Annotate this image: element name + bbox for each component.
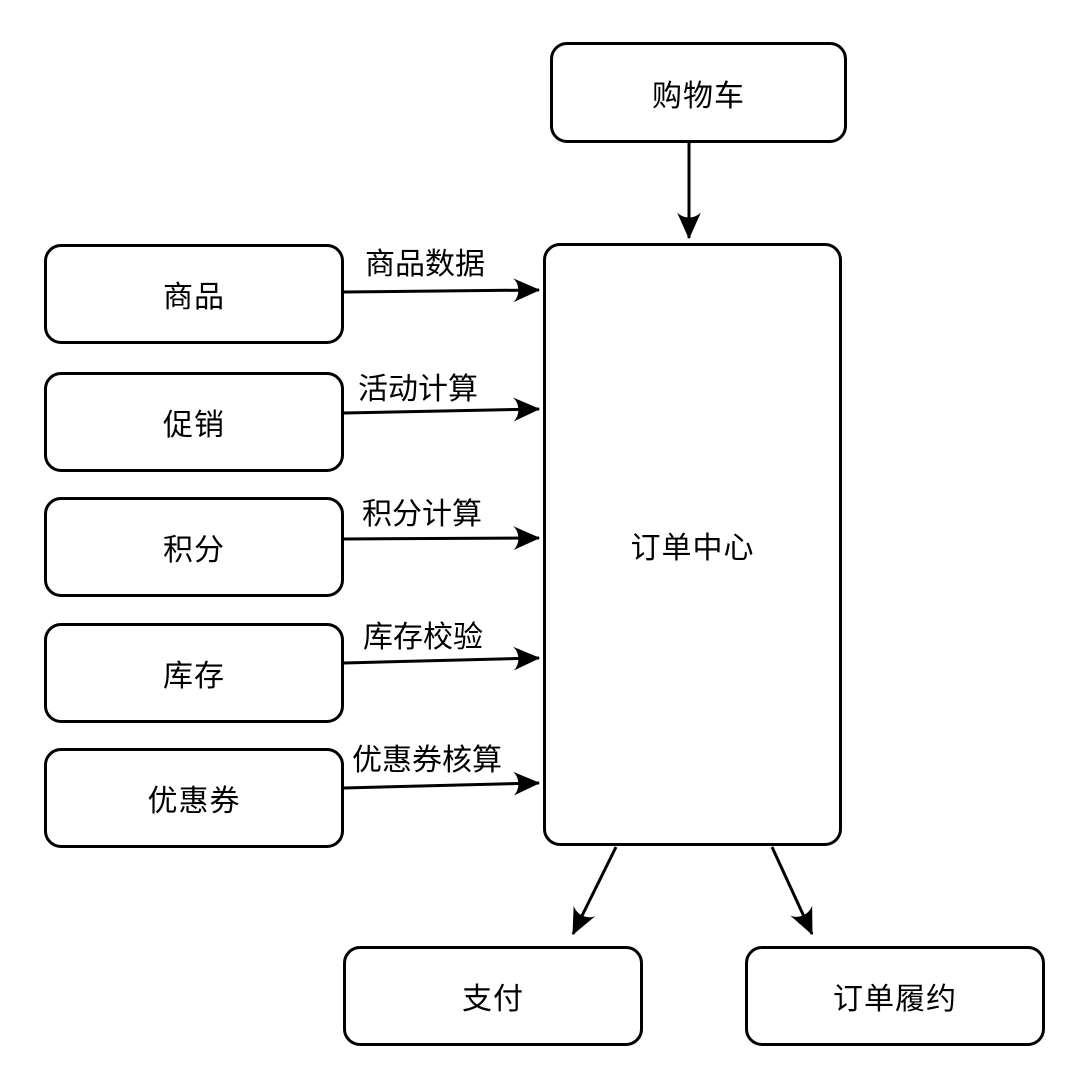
node-coupon: 优惠券	[44, 748, 344, 848]
node-fulfillment-label: 订单履约	[833, 983, 957, 1016]
edge-coupon-to-order-center	[343, 771, 541, 796]
node-points-label: 积分	[163, 534, 225, 567]
edge-promotion-to-order-center	[343, 397, 541, 422]
node-inventory: 库存	[44, 623, 344, 723]
edge-label-promotion-calc: 活动计算	[358, 373, 478, 406]
node-payment-label: 支付	[462, 983, 524, 1016]
edge-order-center-to-fulfillment	[770, 846, 814, 936]
edge-product-to-order-center	[343, 278, 541, 303]
edge-inventory-to-order-center	[343, 646, 541, 671]
node-payment: 支付	[343, 946, 643, 1046]
node-promotion: 促销	[44, 372, 344, 472]
node-order-center-label: 订单中心	[630, 531, 755, 565]
edge-points-to-order-center	[343, 526, 541, 551]
node-fulfillment: 订单履约	[745, 946, 1045, 1046]
edge-label-product-data: 商品数据	[365, 248, 485, 281]
node-cart-label: 购物车	[652, 79, 745, 113]
edge-label-points-calc: 积分计算	[362, 498, 482, 531]
node-points: 积分	[44, 497, 344, 597]
node-product: 商品	[44, 244, 344, 344]
node-inventory-label: 库存	[163, 660, 225, 693]
node-product-label: 商品	[163, 281, 225, 314]
edge-order-center-to-payment	[571, 846, 618, 936]
edge-label-inventory-check: 库存校验	[363, 621, 483, 654]
node-order-center: 订单中心	[543, 243, 842, 846]
edge-label-coupon-settle: 优惠券核算	[352, 744, 502, 777]
node-cart: 购物车	[550, 42, 847, 143]
node-promotion-label: 促销	[163, 409, 225, 442]
node-coupon-label: 优惠券	[147, 785, 241, 818]
